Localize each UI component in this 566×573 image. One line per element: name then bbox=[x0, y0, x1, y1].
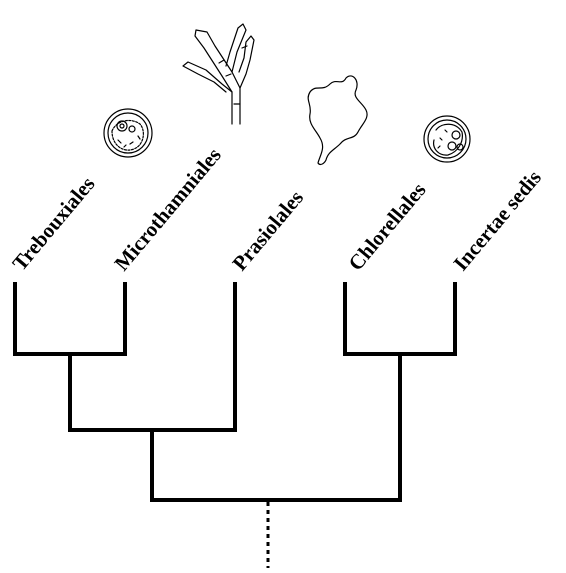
label-trebouxiales: Trebouxiales bbox=[7, 172, 99, 275]
taxon-labels: Trebouxiales Microthamniales Prasiolales… bbox=[7, 143, 545, 275]
label-chlorellales: Chlorellales bbox=[343, 178, 430, 275]
branched-filament-icon bbox=[182, 23, 255, 125]
coccoid-cell-icon bbox=[103, 108, 153, 158]
cell-with-autospores-icon bbox=[423, 115, 471, 163]
label-prasiolales: Prasiolales bbox=[227, 186, 308, 276]
blade-thallus-icon bbox=[307, 75, 368, 166]
label-incertae-sedis: Incertae sedis bbox=[448, 166, 545, 276]
label-microthamniales: Microthamniales bbox=[109, 143, 225, 275]
tree-branches bbox=[13, 282, 457, 568]
